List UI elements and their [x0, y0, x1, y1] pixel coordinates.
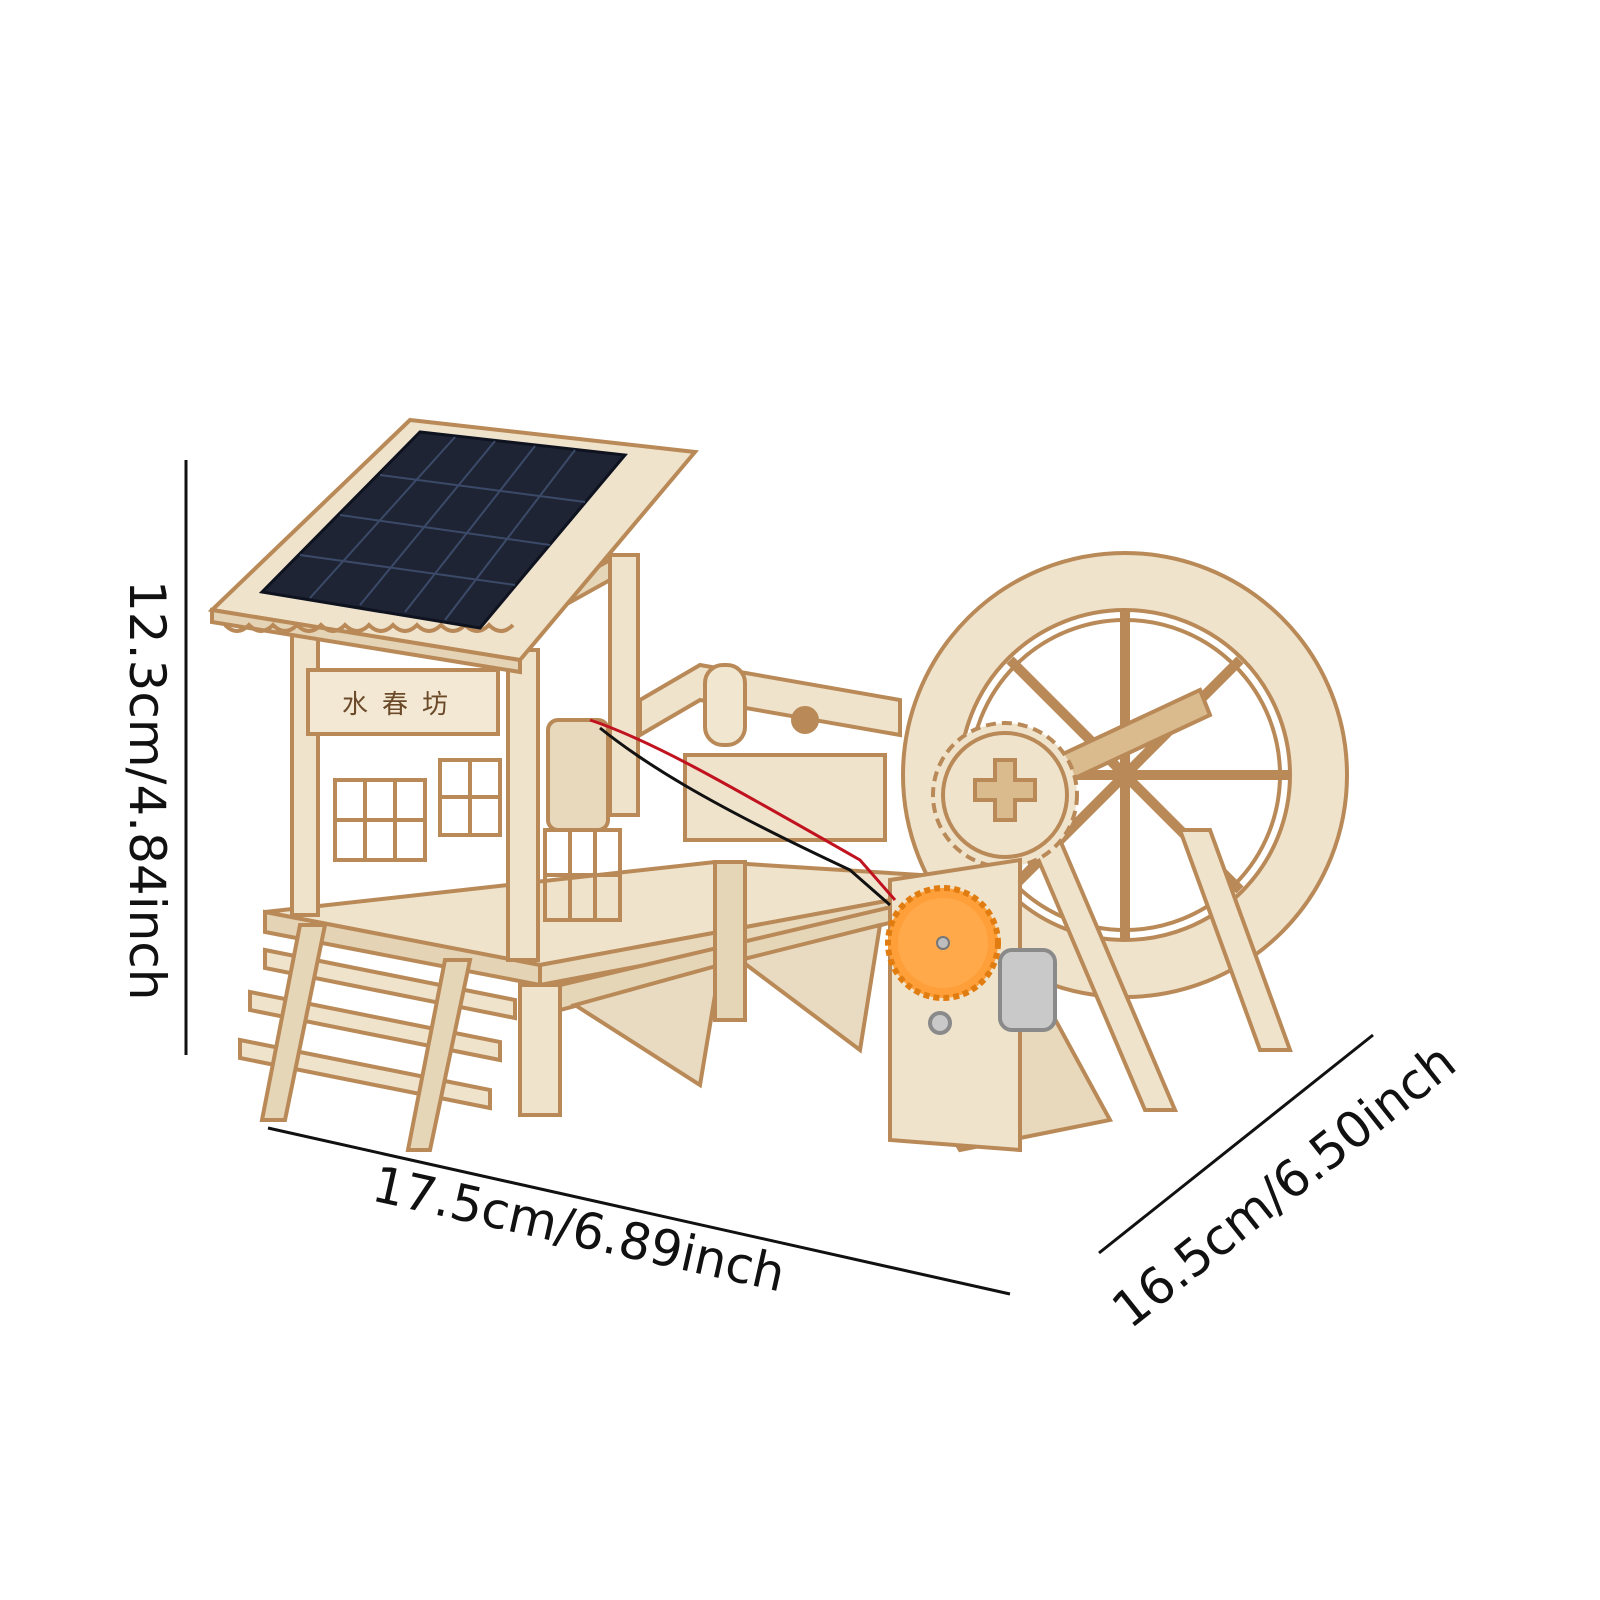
pavilion-sign-text: 水春坊 [342, 690, 462, 720]
height-dimension-label: 12.3cm/4.84inch [118, 580, 176, 1000]
wooden-watermill-model: 水春坊 [207, 417, 1349, 1153]
length-dimension: 17.5cm/6.89inch [267, 1126, 1011, 1303]
orange-gear [885, 885, 1001, 1001]
water-trough [546, 662, 902, 842]
wooden-gear [931, 721, 1079, 869]
platform [263, 859, 1002, 1117]
wires [589, 718, 897, 907]
width-dimension-line [1098, 1033, 1374, 1255]
height-dimension: 12.3cm/4.84inch [118, 460, 188, 1055]
solar-panel [258, 430, 628, 630]
stairs [238, 923, 517, 1152]
length-dimension-line [267, 1126, 1011, 1296]
